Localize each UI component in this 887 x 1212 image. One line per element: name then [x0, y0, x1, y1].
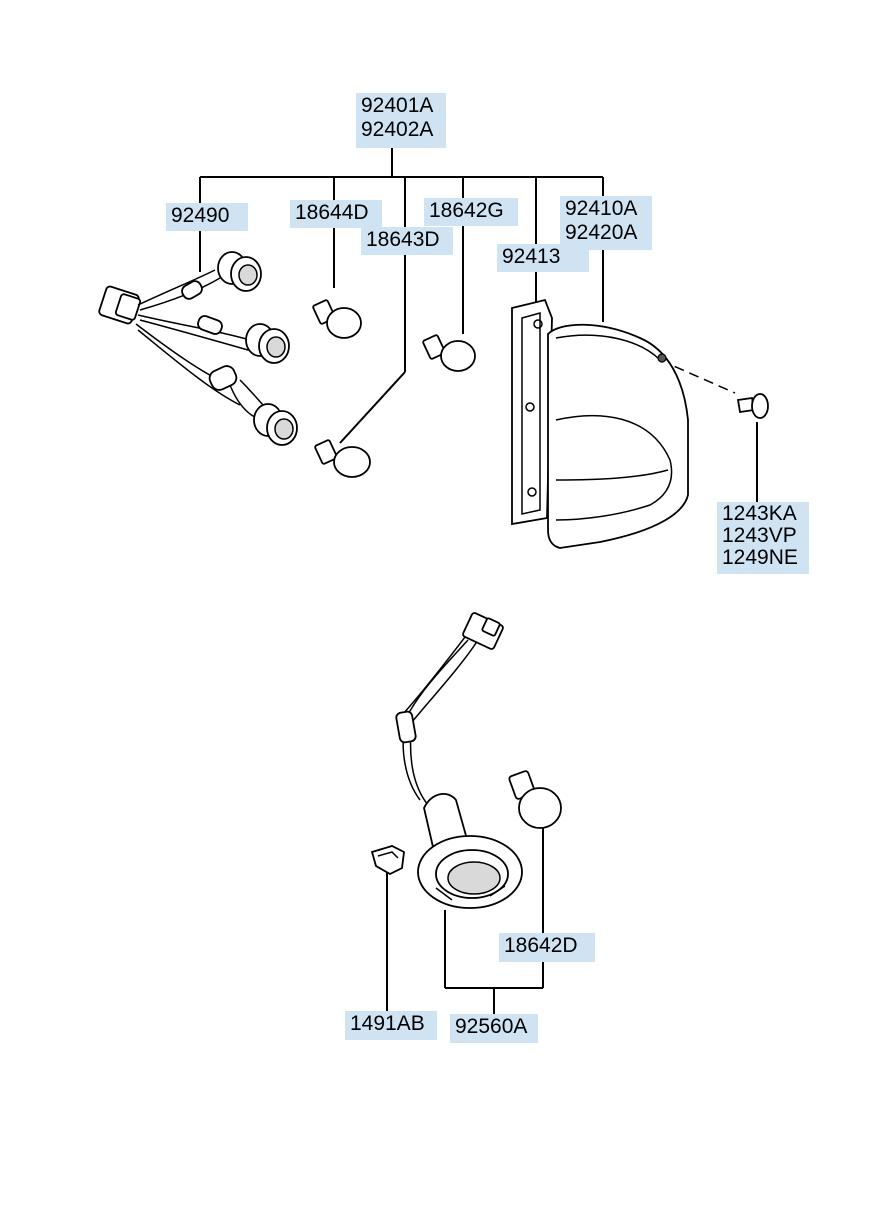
part-number: 1249NE [722, 546, 798, 569]
socket [217, 251, 262, 292]
clip [370, 845, 405, 876]
part-label-clip: 1491AB [345, 1011, 437, 1040]
part-number: 1243VP [722, 524, 797, 547]
part-number: 92401A [361, 94, 434, 117]
part-number: 92420A [565, 221, 638, 244]
part-number: 92402A [361, 118, 434, 141]
part-label-lamp-assy: 92401A 92402A [356, 93, 446, 148]
part-number: 92410A [565, 197, 638, 220]
part-label-bulb-18642d: 18642D [499, 933, 595, 962]
part-number: 18644D [295, 201, 369, 224]
part-label-license-lamp: 92560A [450, 1014, 538, 1043]
part-number: 18642G [429, 199, 504, 222]
part-number: 92490 [171, 204, 230, 227]
part-label-screw: 1243KA 1243VP 1249NE [717, 502, 809, 574]
part-number: 1491AB [350, 1012, 425, 1035]
part-number: 92560A [455, 1015, 528, 1038]
bulb-18642d [508, 770, 562, 829]
gasket [511, 298, 553, 526]
socket [245, 323, 290, 364]
socket [253, 403, 298, 446]
screw [736, 393, 769, 419]
part-number: 18643D [366, 228, 440, 251]
part-label-bulb-18642g: 18642G [424, 198, 518, 226]
wire-harness [98, 251, 298, 446]
part-number: 18642D [504, 934, 578, 957]
part-label-bulb-18644d: 18644D [290, 200, 382, 228]
lamp-lens [547, 323, 689, 549]
bulb-18643d [314, 439, 371, 478]
part-number: 1243KA [722, 502, 797, 525]
part-number: 92413 [502, 245, 561, 268]
bulb-18644d [312, 299, 362, 339]
part-label-bulb-18643d: 18643D [361, 227, 453, 255]
license-lamp [395, 612, 523, 909]
part-label-lens: 92410A 92420A [560, 196, 652, 250]
bulb-18642g [422, 334, 476, 372]
part-label-harness: 92490 [166, 203, 248, 231]
